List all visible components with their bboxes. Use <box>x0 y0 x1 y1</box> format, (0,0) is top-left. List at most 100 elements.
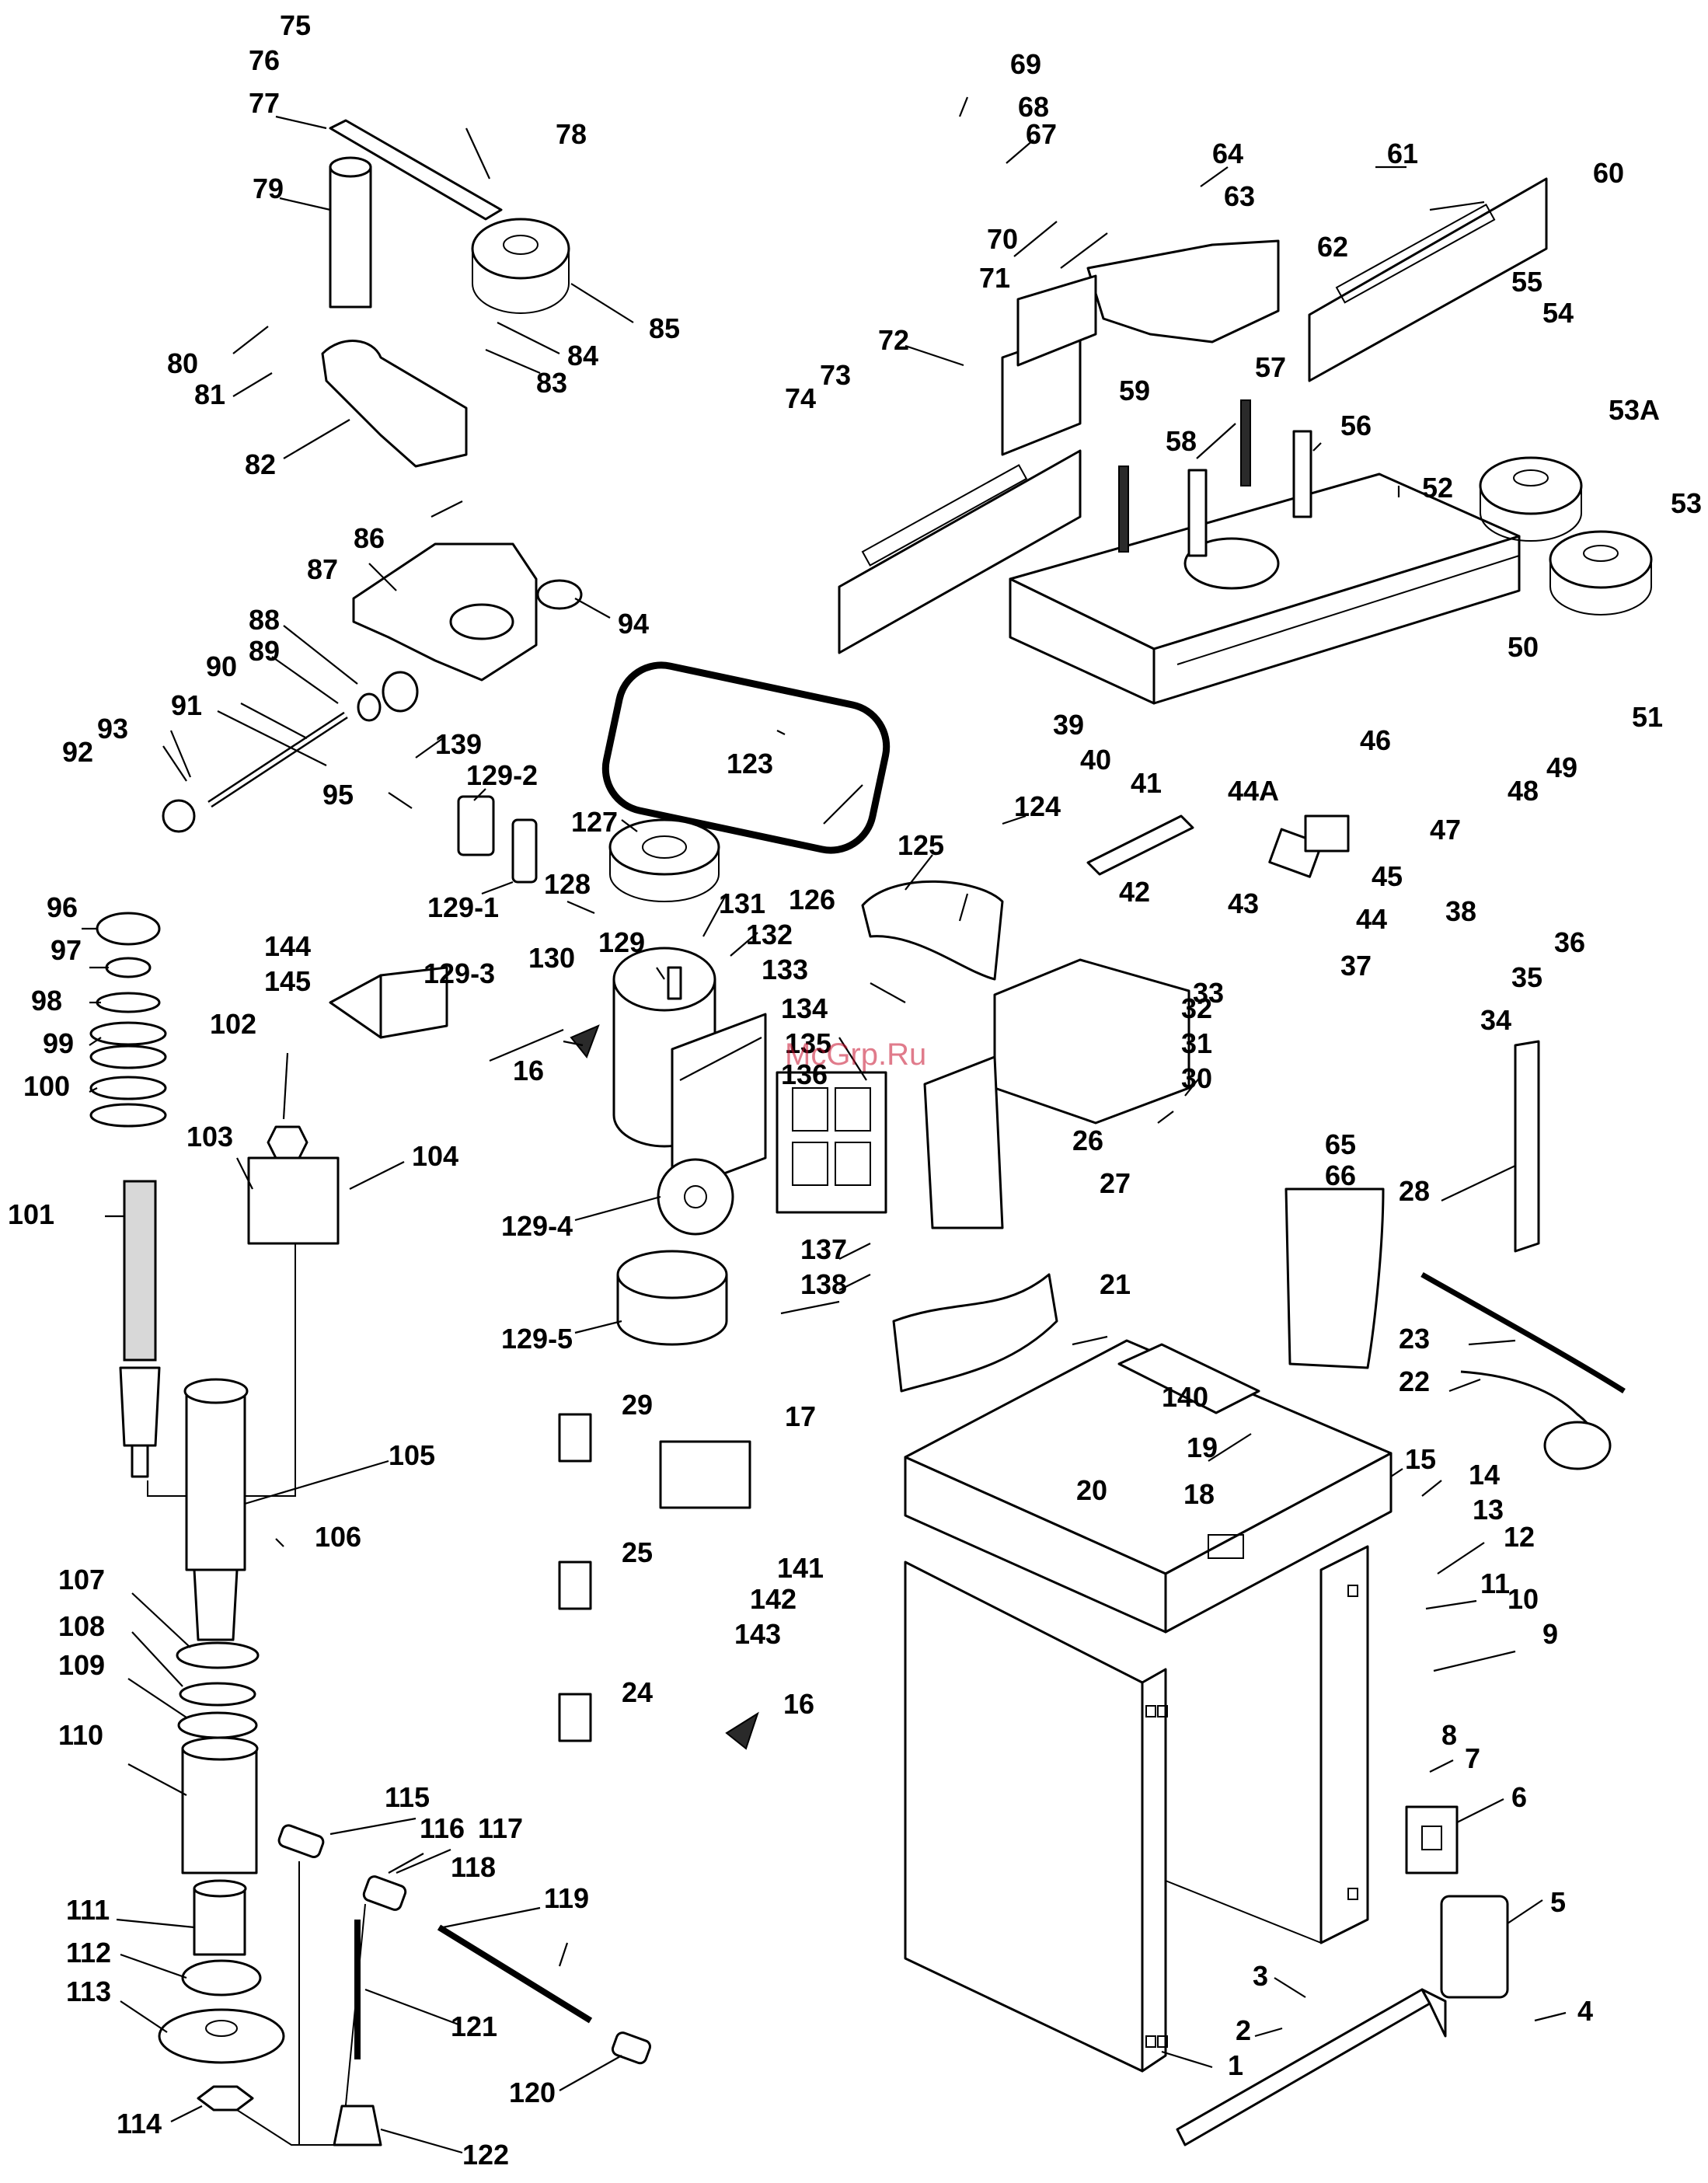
callout-52: 52 <box>1422 472 1453 504</box>
callout-107: 107 <box>58 1564 105 1595</box>
spindle-assembly <box>89 912 366 2146</box>
callout-84: 84 <box>567 340 598 371</box>
callout-82: 82 <box>245 448 276 480</box>
callout-94: 94 <box>618 608 649 640</box>
callout-1: 1 <box>1228 2049 1243 2081</box>
callout-17: 17 <box>785 1400 816 1432</box>
callout-67: 67 <box>1026 118 1057 150</box>
callout-32: 32 <box>1181 992 1212 1024</box>
callout-10: 10 <box>1508 1583 1539 1615</box>
callout-113: 113 <box>66 1976 111 2007</box>
callout-51: 51 <box>1632 701 1663 733</box>
callout-97: 97 <box>51 934 82 966</box>
callout-60: 60 <box>1593 157 1624 189</box>
callout-12: 12 <box>1504 1521 1535 1553</box>
callout-130: 130 <box>528 942 575 974</box>
callout-124: 124 <box>1014 790 1061 822</box>
callout-99: 99 <box>43 1027 74 1059</box>
callout-77: 77 <box>249 87 280 119</box>
callout-100: 100 <box>23 1070 70 1102</box>
callout-122: 122 <box>462 2139 509 2171</box>
callout-115: 115 <box>385 1781 430 1813</box>
callout-119: 119 <box>544 1882 589 1914</box>
callout-36: 36 <box>1554 926 1585 958</box>
callout-131: 131 <box>719 887 765 919</box>
callout-31: 31 <box>1181 1027 1212 1059</box>
callout-3: 3 <box>1253 1960 1268 1992</box>
callout-38: 38 <box>1445 895 1476 927</box>
callout-91: 91 <box>171 689 202 721</box>
callout-53: 53 <box>1671 487 1702 519</box>
callout-30: 30 <box>1181 1062 1212 1094</box>
callout-129-1: 129-1 <box>427 891 499 923</box>
callout-73: 73 <box>820 359 851 391</box>
callout-20: 20 <box>1076 1474 1107 1506</box>
callout-49: 49 <box>1546 751 1577 783</box>
callout-16-motor: 16 <box>513 1055 544 1086</box>
callout-129-3: 129-3 <box>424 957 495 989</box>
callout-4: 4 <box>1577 1995 1593 2027</box>
callout-2: 2 <box>1236 2014 1251 2046</box>
callout-labels: 1 2 3 4 5 6 7 8 9 10 11 12 13 14 15 16 1… <box>8 9 1702 2171</box>
callout-85: 85 <box>649 312 680 344</box>
callout-88: 88 <box>249 604 280 636</box>
callout-106: 106 <box>315 1521 361 1553</box>
callout-102: 102 <box>210 1008 256 1040</box>
callout-111: 111 <box>66 1894 110 1926</box>
callout-71: 71 <box>979 262 1010 294</box>
callout-120: 120 <box>509 2077 556 2108</box>
callout-136: 136 <box>781 1058 828 1090</box>
callout-129-2: 129-2 <box>466 759 538 791</box>
callout-90: 90 <box>206 650 237 682</box>
callout-24: 24 <box>622 1676 653 1708</box>
callout-57: 57 <box>1255 351 1286 383</box>
callout-92: 92 <box>62 736 93 768</box>
callout-26: 26 <box>1072 1125 1103 1156</box>
callout-19: 19 <box>1187 1432 1218 1463</box>
callout-93: 93 <box>97 713 128 745</box>
sheet-metal-parts <box>776 880 1540 1393</box>
callout-121: 121 <box>451 2010 497 2042</box>
callout-143: 143 <box>734 1618 781 1650</box>
callout-56: 56 <box>1340 410 1372 441</box>
callout-105: 105 <box>389 1439 435 1471</box>
callout-132: 132 <box>746 919 793 950</box>
callout-62: 62 <box>1317 231 1348 263</box>
callout-89: 89 <box>249 635 280 667</box>
callout-135: 135 <box>785 1027 831 1059</box>
callout-86: 86 <box>354 522 385 554</box>
callout-96: 96 <box>47 891 78 923</box>
callout-129: 129 <box>598 926 645 958</box>
watermark: McGrp.Ru <box>785 1037 926 1072</box>
callout-41: 41 <box>1131 767 1162 799</box>
belt-123 <box>601 661 891 854</box>
callout-141: 141 <box>777 1552 824 1584</box>
callout-123: 123 <box>727 748 773 779</box>
callout-8: 8 <box>1441 1719 1457 1751</box>
callout-128: 128 <box>544 868 591 900</box>
callout-70: 70 <box>987 223 1018 255</box>
callout-145: 145 <box>264 965 311 997</box>
callout-76: 76 <box>249 44 280 76</box>
callout-83: 83 <box>536 367 567 399</box>
callout-117: 117 <box>478 1812 523 1844</box>
callout-6: 6 <box>1511 1781 1527 1813</box>
callout-114: 114 <box>117 2108 162 2139</box>
callout-68: 68 <box>1018 91 1049 123</box>
callout-69: 69 <box>1010 48 1041 80</box>
callout-66: 66 <box>1325 1160 1356 1191</box>
callout-44: 44 <box>1356 903 1387 935</box>
callout-33: 33 <box>1193 977 1224 1009</box>
callout-43: 43 <box>1228 887 1259 919</box>
callout-104: 104 <box>412 1140 458 1172</box>
callout-59: 59 <box>1119 375 1150 406</box>
callout-138: 138 <box>800 1268 847 1300</box>
callout-74: 74 <box>785 382 816 414</box>
belt-23 <box>1420 1271 1626 1393</box>
callout-50: 50 <box>1508 631 1539 663</box>
callout-37: 37 <box>1340 950 1372 982</box>
callout-64: 64 <box>1212 138 1243 169</box>
callout-39: 39 <box>1053 709 1084 741</box>
callout-95: 95 <box>322 779 354 811</box>
